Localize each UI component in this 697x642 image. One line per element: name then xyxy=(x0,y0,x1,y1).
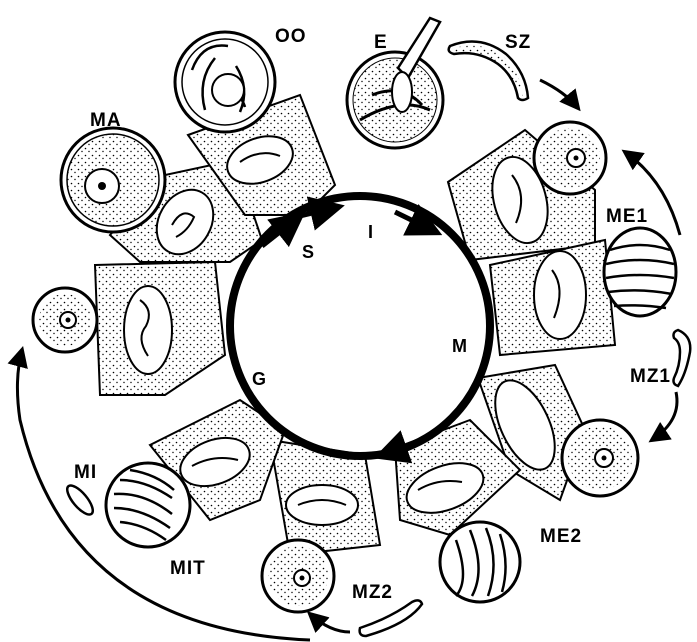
excystation-stage xyxy=(347,18,443,148)
phase-label-g: G xyxy=(252,369,266,389)
phase-label-m: M xyxy=(452,336,467,356)
oocyst-stage xyxy=(175,32,275,132)
invading-stage-left xyxy=(33,288,97,352)
label-mz1: MZ1 xyxy=(630,366,671,387)
phase-label-i: I xyxy=(368,222,373,242)
label-ma: MA xyxy=(90,110,122,131)
meront-1-stage xyxy=(604,228,676,316)
trophozoite-stage-top xyxy=(534,122,606,194)
phase-label-s: S xyxy=(302,242,314,262)
trophozoite-stage-right xyxy=(562,420,638,496)
cell-cycle-ring: S I M G xyxy=(230,196,490,456)
label-mit: MIT xyxy=(170,558,206,579)
macrogamete-stage xyxy=(61,128,165,232)
label-sz: SZ xyxy=(505,32,531,53)
label-oo: OO xyxy=(275,26,307,47)
microgamete-stage xyxy=(63,482,97,519)
merozoite-2-stage xyxy=(262,540,422,636)
microgamont-stage xyxy=(106,463,190,547)
host-cell-right xyxy=(490,240,615,355)
host-cell-left xyxy=(95,262,225,395)
label-e: E xyxy=(374,32,388,53)
meront-2-stage xyxy=(440,522,520,602)
label-mi: MI xyxy=(74,462,97,483)
merozoite-1-stage xyxy=(674,330,691,386)
label-me2: ME2 xyxy=(540,526,582,547)
label-mz2: MZ2 xyxy=(352,582,393,603)
label-me1: ME1 xyxy=(606,206,648,227)
